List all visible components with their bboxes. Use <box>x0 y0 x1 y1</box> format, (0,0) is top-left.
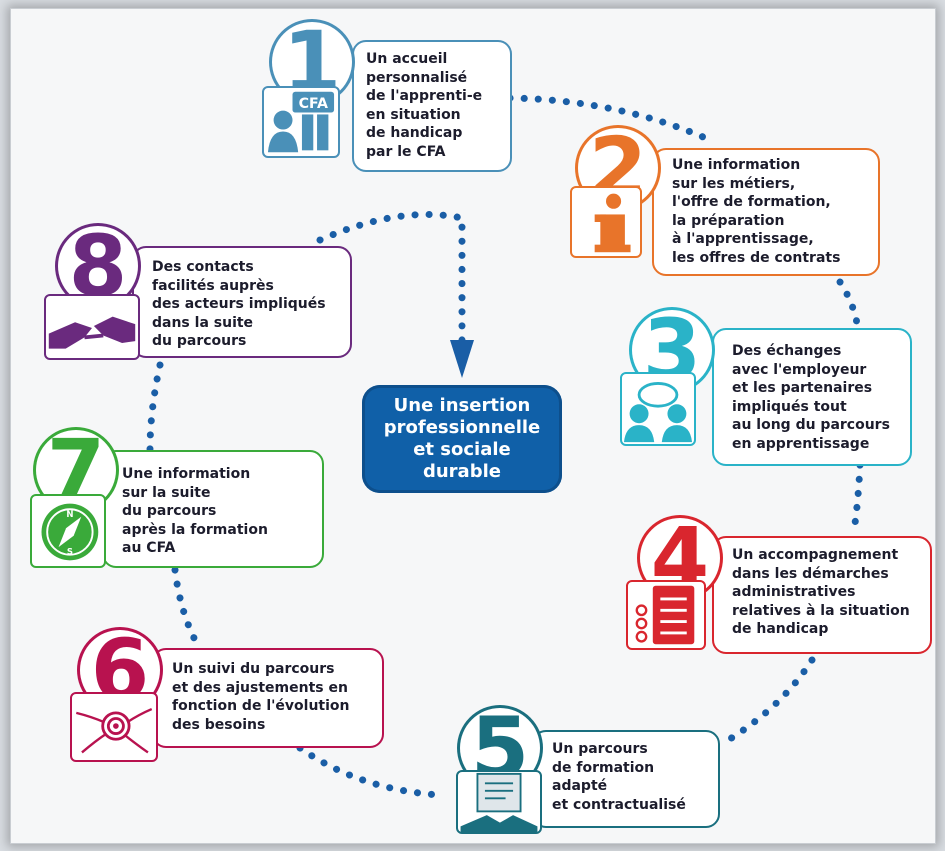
compass-south-label: S <box>67 548 73 558</box>
step-4-box <box>712 536 932 654</box>
step-3-box <box>712 328 912 466</box>
step-8-box <box>132 246 352 358</box>
path-2-3 <box>836 278 862 334</box>
target-icon <box>70 692 158 762</box>
contract-handshake-icon <box>456 770 542 834</box>
checklist-icon <box>626 580 706 650</box>
information-icon <box>570 186 642 258</box>
step-3-text: Des échanges avec l'employeur et les par… <box>732 343 890 452</box>
path-8-7 <box>146 361 164 454</box>
compass-north-label: N <box>66 510 73 520</box>
step-5-text: Un parcours de formation adapté et contr… <box>552 741 686 813</box>
step-1-box <box>352 40 512 172</box>
step-6-text: Un suivi du parcours et des ajustements … <box>172 661 350 733</box>
step-1-text: Un accueil personnalisé de l'apprenti-e … <box>366 51 483 160</box>
step-6-box <box>152 648 384 748</box>
step-8-text: Des contacts facilités auprès des acteur… <box>152 259 326 349</box>
step-2-text: Une information sur les métiers, l'offre… <box>672 157 841 266</box>
center-goal-badge: Une insertion professionnelle et sociale… <box>362 385 562 493</box>
cfa-label: CFA <box>299 96 328 112</box>
cfa-building-icon: CFA <box>262 86 340 158</box>
step-2-box <box>652 148 880 276</box>
step-4-text: Un accompagnement dans les démarches adm… <box>732 547 910 637</box>
step-7-box <box>102 450 324 568</box>
path-6-5 <box>296 744 444 799</box>
path-3-4 <box>850 461 864 534</box>
handshake-icon <box>44 294 140 360</box>
step-7-text: Une information sur la suite du parcours… <box>122 466 268 556</box>
step-5-box <box>532 730 720 828</box>
path-4-5 <box>716 656 816 749</box>
compass-icon: N S <box>30 494 106 568</box>
people-dialogue-icon <box>620 372 696 446</box>
arrow-down-icon <box>450 340 474 378</box>
path-7-6 <box>171 566 199 644</box>
path-1-2 <box>506 94 714 144</box>
path-8-center <box>316 211 466 344</box>
